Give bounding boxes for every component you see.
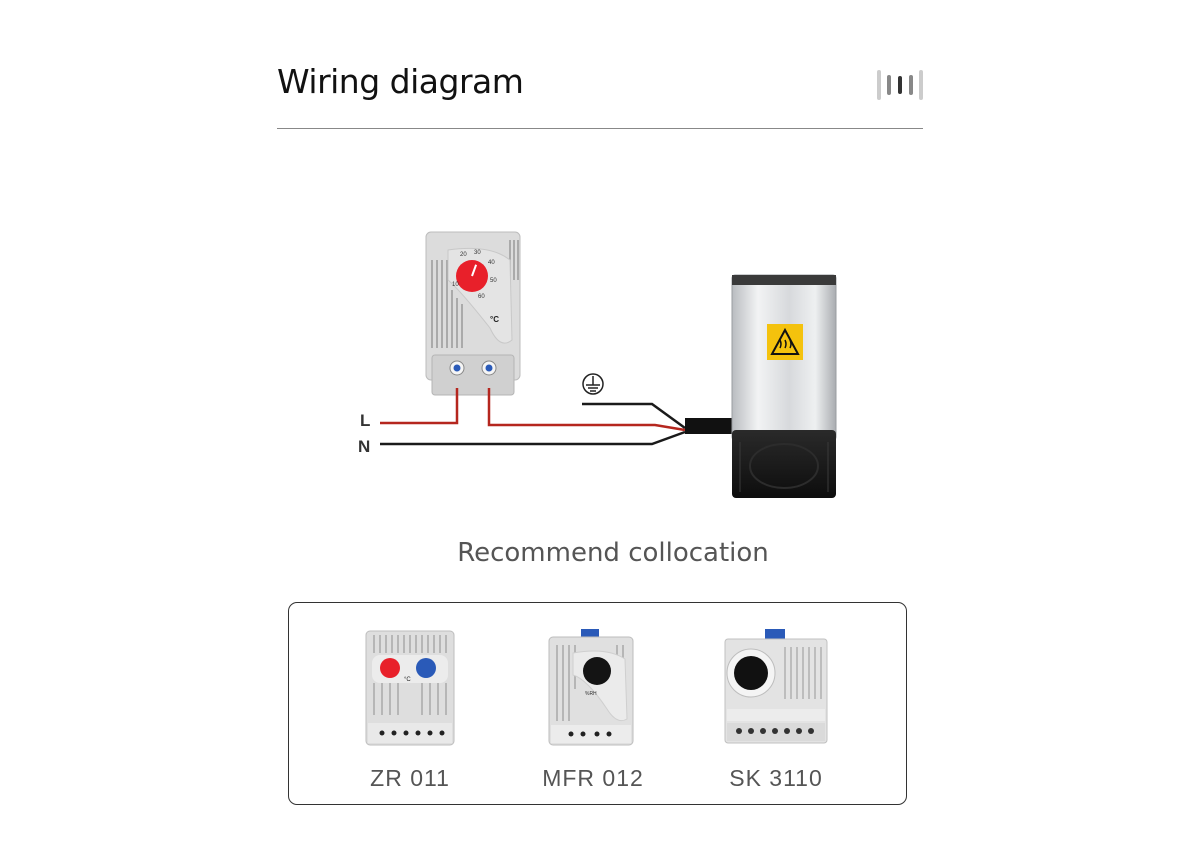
vent-slots <box>431 240 519 348</box>
hot-surface-warning-icon <box>767 324 803 360</box>
wire-label-n: N <box>358 437 370 456</box>
wire-label-l: L <box>360 411 370 430</box>
wires <box>380 388 686 446</box>
product-name-mfr012: MFR 012 <box>542 765 644 791</box>
page-title: Wiring diagram <box>277 62 524 101</box>
recommend-products: °C ZR 011 %RH MFR 012 <box>288 602 907 805</box>
scale-30: 30 <box>474 250 481 256</box>
recommend-title: Recommend collocation <box>457 538 769 568</box>
dial-scale: 20 30 40 50 60 10 <box>452 250 497 300</box>
hygrostat-image: %RH <box>548 629 634 746</box>
wiring-diagram: 20 30 40 50 60 10 °C L N <box>358 231 837 498</box>
header-divider <box>277 128 923 129</box>
scale-10: 10 <box>452 282 459 288</box>
neutral-wire <box>380 430 686 446</box>
header: Wiring diagram <box>277 58 923 130</box>
scale-50: 50 <box>490 278 497 284</box>
product-name-sk3110: SK 3110 <box>729 765 823 791</box>
thermostat: 20 30 40 50 60 10 °C <box>425 231 521 396</box>
electronic-thermostat-image <box>724 629 828 744</box>
ground-icon <box>582 373 604 395</box>
equalizer-bars-icon <box>877 70 923 100</box>
unit-label: °C <box>490 315 499 324</box>
product-mfr012[interactable]: %RH MFR 012 <box>518 629 668 792</box>
scale-40: 40 <box>488 260 495 266</box>
scale-20: 20 <box>460 252 467 258</box>
heater <box>685 274 837 498</box>
scale-60: 60 <box>478 294 485 300</box>
svg-text:°C: °C <box>404 677 411 683</box>
product-name-zr011: ZR 011 <box>370 765 450 791</box>
product-zr011[interactable]: °C ZR 011 <box>335 629 485 792</box>
svg-text:%RH: %RH <box>585 691 597 697</box>
ground-wire <box>582 402 686 430</box>
product-sk3110[interactable]: SK 3110 <box>701 629 851 792</box>
live-wire-in <box>380 388 459 425</box>
dual-thermostat-image: °C <box>365 630 455 746</box>
live-wire-out <box>487 388 686 432</box>
